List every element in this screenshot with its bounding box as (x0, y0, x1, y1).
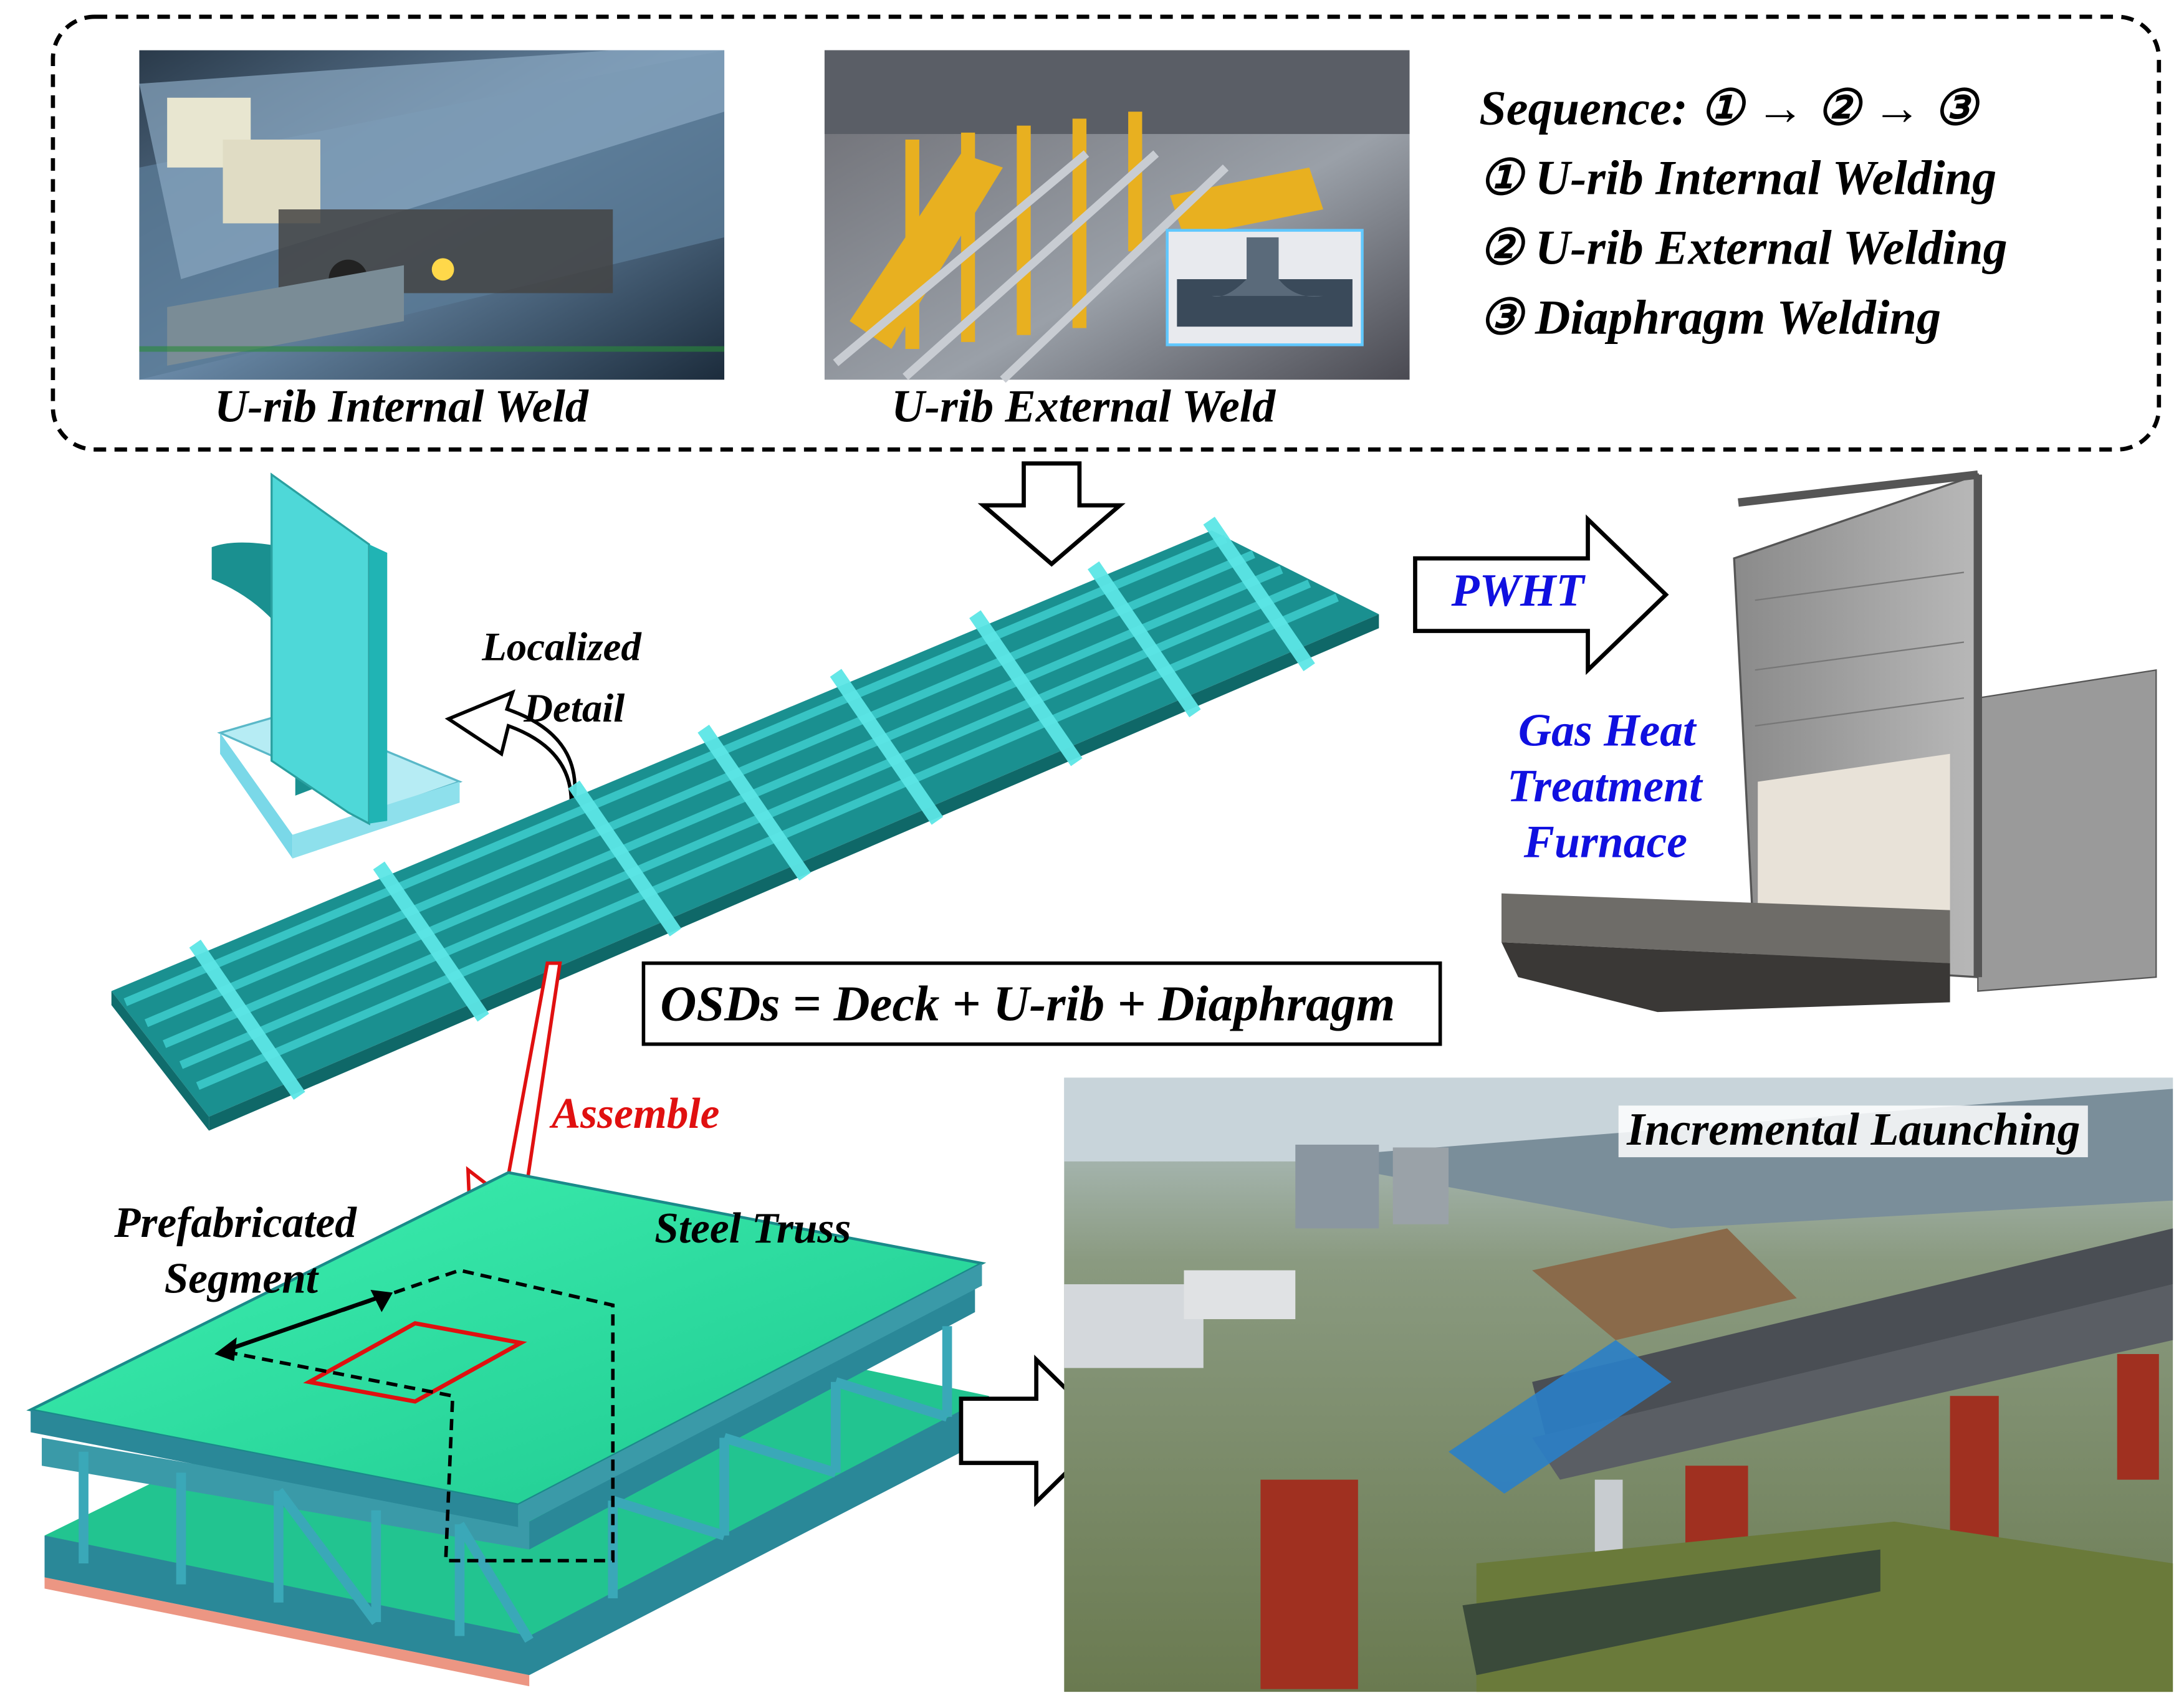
furnace-image (1502, 470, 2157, 1013)
sequence-title: Sequence: ① → ② → ③ (1479, 80, 1978, 136)
furnace-label-line1: Gas Heat (1518, 706, 1696, 757)
osd-deck-model (111, 517, 1379, 1131)
external-weld-image (824, 50, 1410, 383)
assemble-label: Assemble (551, 1089, 720, 1138)
external-weld-caption: U-rib External Weld (891, 382, 1276, 433)
furnace-label-line2: Treatment (1506, 762, 1702, 813)
launching-site-image (1064, 1077, 2173, 1692)
incremental-launching-label: Incremental Launching (1618, 1105, 2089, 1158)
sequence-step-1: ① U-rib Internal Welding (1479, 150, 1997, 206)
steel-truss-label: Steel Truss (654, 1203, 851, 1252)
osd-equation-box (641, 961, 1442, 1046)
localized-detail-label-line2: Detail (524, 687, 625, 732)
sequence-step-3: ③ Diaphragm Welding (1479, 290, 1942, 345)
pwht-label: PWHT (1451, 566, 1584, 618)
segment-label-line2: Segment (164, 1253, 318, 1303)
sequence-panel-border (50, 14, 2162, 452)
sequence-step-2: ② U-rib External Welding (1479, 220, 2008, 275)
internal-weld-caption: U-rib Internal Weld (214, 382, 588, 433)
localized-detail-model (211, 472, 463, 859)
pwht-arrow (1413, 514, 1669, 675)
internal-weld-image (139, 50, 725, 380)
osd-equation: OSDs = Deck + U-rib + Diaphragm (660, 975, 1396, 1032)
steel-truss-model (26, 1171, 989, 1687)
segment-label-line1: Prefabricated (114, 1198, 357, 1247)
furnace-label-line3: Furnace (1523, 818, 1688, 869)
localized-detail-label-line1: Localized (482, 625, 641, 670)
detail-arrow (444, 689, 577, 828)
down-arrow (977, 461, 1126, 567)
